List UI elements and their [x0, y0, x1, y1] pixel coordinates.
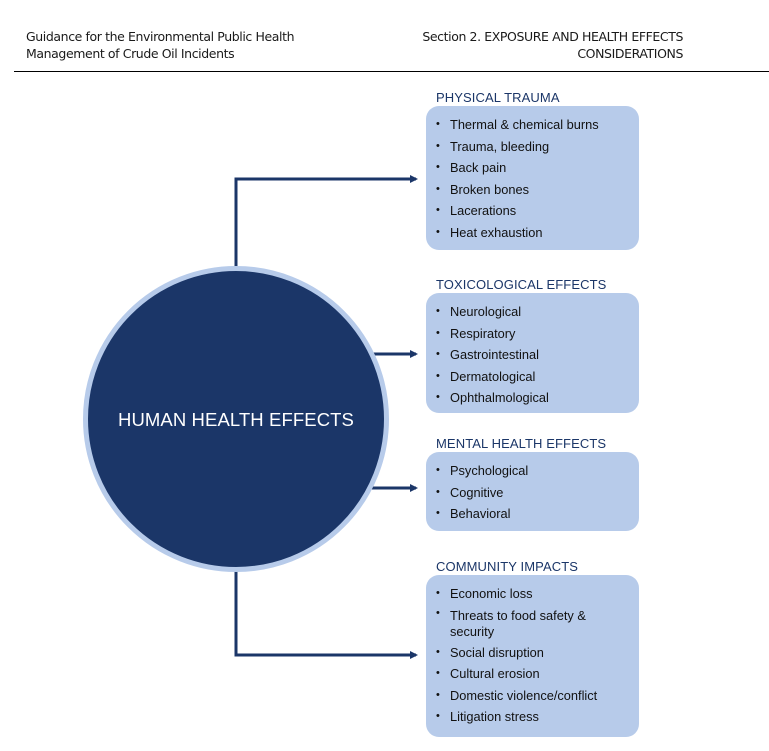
panel-title-community-impacts: COMMUNITY IMPACTS — [436, 559, 579, 574]
list-item: Gastrointestinal — [436, 344, 639, 366]
header-divider — [14, 71, 769, 72]
center-label: HUMAN HEALTH EFFECTS — [117, 409, 354, 430]
panel-toxicological-effects: Neurological Respiratory Gastrointestina… — [426, 293, 639, 413]
panel-mental-health-effects: Psychological Cognitive Behavioral — [426, 452, 639, 531]
list-item: Threats to food safety & security — [436, 605, 610, 642]
panel-community-impacts: Economic loss Threats to food safety & s… — [426, 575, 639, 737]
list-item: Thermal & chemical burns — [436, 114, 639, 136]
community-impacts-list: Economic loss Threats to food safety & s… — [436, 583, 639, 728]
panel-title-toxicological-effects: TOXICOLOGICAL EFFECTS — [436, 277, 607, 292]
arrow-to-community-impacts — [234, 570, 418, 659]
list-item: Lacerations — [436, 200, 639, 222]
human-health-effects-circle: HUMAN HEALTH EFFECTS — [83, 266, 389, 572]
list-item: Trauma, bleeding — [436, 136, 639, 158]
list-item: Economic loss — [436, 583, 639, 605]
list-item: Cultural erosion — [436, 663, 639, 685]
list-item: Psychological — [436, 460, 639, 482]
toxicological-effects-list: Neurological Respiratory Gastrointestina… — [436, 301, 639, 409]
panel-title-physical-trauma: PHYSICAL TRAUMA — [436, 90, 560, 105]
list-item: Respiratory — [436, 323, 639, 345]
arrow-to-physical-trauma — [234, 175, 418, 270]
mental-health-effects-list: Psychological Cognitive Behavioral — [436, 460, 639, 525]
list-item: Broken bones — [436, 179, 639, 201]
list-item: Neurological — [436, 301, 639, 323]
list-item: Back pain — [436, 157, 639, 179]
document-title-line1: Guidance for the Environmental Public He… — [26, 29, 295, 44]
list-item: Litigation stress — [436, 706, 639, 728]
document-title-line2: Management of Crude Oil Incidents — [26, 46, 235, 61]
list-item: Dermatological — [436, 366, 639, 388]
list-item: Behavioral — [436, 503, 639, 525]
list-item: Social disruption — [436, 642, 639, 664]
section-title: Section 2. EXPOSURE AND HEALTH EFFECTS C… — [420, 28, 683, 62]
list-item: Heat exhaustion — [436, 222, 639, 244]
list-item: Ophthalmological — [436, 387, 639, 409]
list-item: Cognitive — [436, 482, 639, 504]
document-title: Guidance for the Environmental Public He… — [26, 28, 295, 62]
physical-trauma-list: Thermal & chemical burns Trauma, bleedin… — [436, 114, 639, 243]
panel-title-mental-health-effects: MENTAL HEALTH EFFECTS — [436, 436, 607, 451]
section-title-line1: Section 2. EXPOSURE AND HEALTH EFFECTS — [422, 29, 683, 44]
panel-physical-trauma: Thermal & chemical burns Trauma, bleedin… — [426, 106, 639, 250]
section-title-line2: CONSIDERATIONS — [577, 46, 683, 61]
list-item: Domestic violence/conflict — [436, 685, 639, 707]
